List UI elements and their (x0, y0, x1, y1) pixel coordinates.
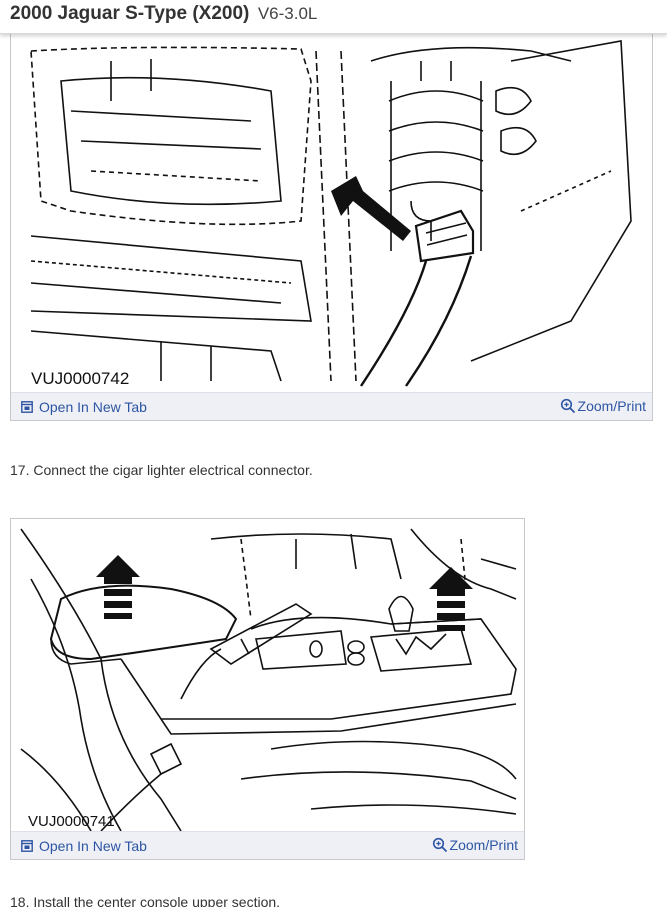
step-17: 17. Connect the cigar lighter electrical… (10, 462, 313, 478)
connector-line-drawing (30, 40, 632, 387)
figure-connector-location: VUJ0000742 Open In New Tab Zoom/Print (10, 20, 653, 421)
vehicle-title: 2000 Jaguar S-Type (X200) (10, 3, 250, 24)
open-new-tab-link[interactable]: Open In New Tab (21, 838, 147, 854)
page-header: 2000 Jaguar S-Type (X200) V6-3.0L (0, 0, 667, 34)
figure-code: VUJ0000741 (28, 813, 115, 830)
figure-action-bar: Open In New Tab Zoom/Print (11, 392, 652, 420)
open-new-tab-link[interactable]: Open In New Tab (21, 399, 147, 415)
open-new-tab-icon (21, 840, 33, 852)
open-new-tab-icon (21, 401, 33, 413)
step-18: 18. Install the center console upper sec… (10, 894, 281, 907)
open-new-tab-label: Open In New Tab (39, 399, 147, 415)
zoom-icon (560, 398, 575, 414)
figure-action-bar: Open In New Tab Zoom/Print (11, 831, 524, 859)
zoom-print-link[interactable]: Zoom/Print (560, 398, 646, 414)
zoom-print-label: Zoom/Print (577, 398, 646, 414)
console-line-drawing (20, 528, 517, 831)
zoom-icon (432, 837, 447, 853)
figure-image[interactable] (11, 519, 524, 831)
figure-code: VUJ0000742 (31, 369, 130, 388)
figure-image[interactable] (11, 21, 652, 392)
open-new-tab-label: Open In New Tab (39, 838, 147, 854)
engine-label: V6-3.0L (257, 4, 318, 23)
figure-center-console: VUJ0000741 Open In New Tab Zoom/Print (10, 518, 525, 860)
zoom-print-label: Zoom/Print (449, 837, 518, 853)
zoom-print-link[interactable]: Zoom/Print (432, 837, 518, 853)
